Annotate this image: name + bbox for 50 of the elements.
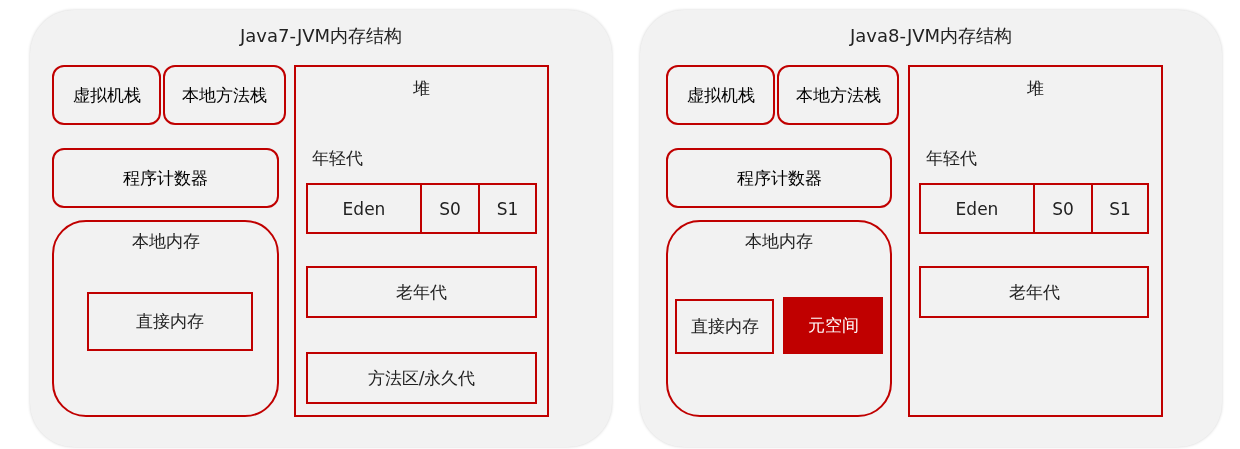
heap-label: 堆	[1026, 77, 1045, 100]
area-label: 直接内存	[136, 310, 204, 333]
memory-area-box	[1091, 183, 1149, 234]
memory-area-box	[420, 183, 480, 234]
area-label: 老年代	[1008, 280, 1060, 304]
memory-area-box	[666, 148, 892, 208]
heap-box	[294, 65, 549, 417]
section-label: 年轻代	[926, 147, 977, 170]
memory-area-box	[87, 292, 253, 351]
area-label: S1	[496, 198, 519, 219]
area-label: Eden	[955, 198, 999, 219]
area-label: 程序计数器	[736, 166, 822, 190]
area-label: S0	[1052, 198, 1074, 219]
memory-area-box	[919, 266, 1149, 318]
panel-title: Java7-JVM内存结构	[238, 24, 404, 48]
area-label: 直接内存	[690, 315, 759, 338]
heap-box	[908, 65, 1163, 417]
section-label: 年轻代	[312, 147, 363, 170]
native-memory-box	[666, 220, 892, 417]
memory-area-box	[478, 183, 537, 234]
area-label: 程序计数器	[123, 166, 208, 190]
memory-area-box	[919, 183, 1035, 234]
area-label: 元空间	[807, 314, 859, 337]
area-label: 方法区/永久代	[367, 366, 476, 390]
area-label: 本地内存	[744, 230, 814, 253]
heap-label: 堆	[412, 77, 431, 100]
panel-title: Java8-JVM内存结构	[848, 24, 1014, 48]
area-label: 虚拟机栈	[72, 83, 141, 107]
area-label: S1	[1109, 198, 1131, 219]
memory-structure-panel	[30, 10, 612, 447]
memory-area-box	[675, 299, 774, 354]
memory-area-box	[306, 266, 537, 318]
metaspace-box	[783, 297, 883, 354]
area-label: 本地方法栈	[795, 83, 881, 107]
memory-area-box	[1033, 183, 1093, 234]
memory-structure-panel	[640, 10, 1222, 447]
memory-area-box	[52, 148, 279, 208]
native-memory-box	[52, 220, 279, 417]
area-label: Eden	[342, 198, 386, 219]
area-label: S0	[439, 198, 461, 219]
area-label: 本地内存	[130, 230, 201, 253]
area-label: 本地方法栈	[182, 83, 267, 107]
memory-area-box	[777, 65, 899, 125]
memory-area-box	[666, 65, 775, 125]
area-label: 虚拟机栈	[686, 83, 755, 107]
area-label: 老年代	[396, 280, 447, 304]
memory-area-box	[306, 352, 537, 404]
memory-area-box	[163, 65, 286, 125]
memory-area-box	[306, 183, 422, 234]
memory-area-box	[52, 65, 161, 125]
